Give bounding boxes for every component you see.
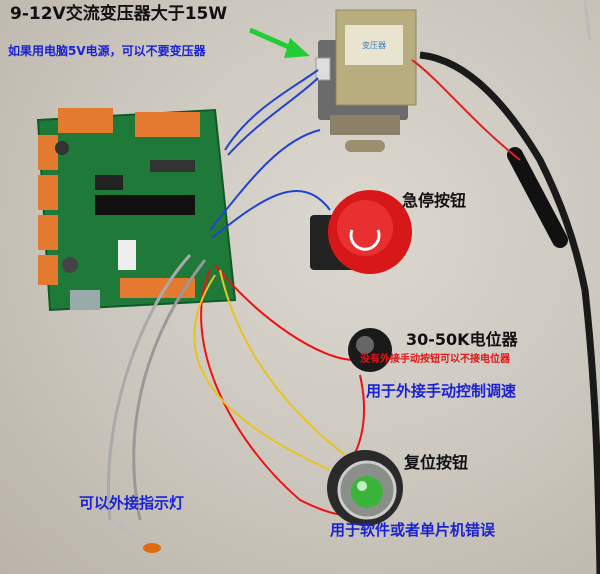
power-cable [419, 0, 600, 574]
potentiometer [348, 328, 392, 372]
svg-text:变压器: 变压器 [362, 40, 386, 50]
wires [106, 59, 521, 547]
indicator-label: 可以外接指示灯 [79, 494, 185, 512]
control-board [36, 108, 237, 312]
emergency-stop-button [310, 190, 412, 274]
indicator-led [143, 543, 161, 553]
transformer-spec-label: 9-12V交流变压器大于15W [10, 4, 228, 24]
green-arrow-icon [248, 27, 310, 58]
potentiometer-note-label: 没有外接手动按钮可以不接电位器 [360, 354, 510, 365]
reset-button [327, 450, 403, 526]
manual-speed-label: 用于外接手动控制调速 [366, 382, 517, 400]
software-error-label: 用于软件或者单片机错误 [330, 521, 496, 539]
pc-power-note-label: 如果用电脑5V电源，可以不要变压器 [8, 44, 206, 58]
transformer: 变压器 [315, 9, 417, 152]
reset-label: 复位按钮 [404, 453, 469, 472]
estop-label: 急停按钮 [402, 191, 467, 210]
potentiometer-label: 30-50K电位器 [406, 330, 518, 349]
